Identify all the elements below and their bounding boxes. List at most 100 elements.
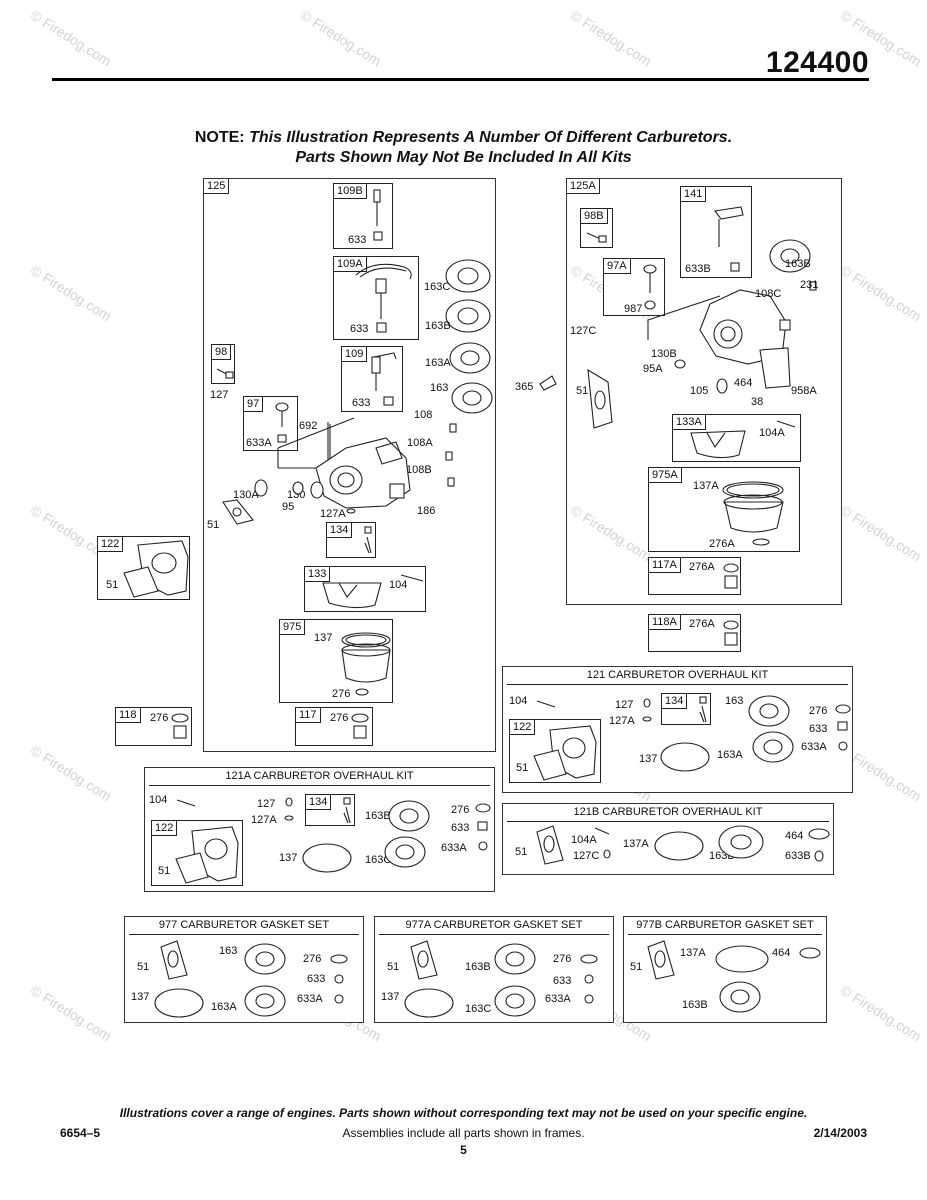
solenoid-wire-icon xyxy=(355,263,412,333)
part-label: 104A xyxy=(759,427,785,439)
part-label: 137A xyxy=(680,947,706,959)
part-label: 137 xyxy=(381,991,400,1003)
part-label: 231 xyxy=(800,279,819,291)
part-label: 137 xyxy=(314,632,333,644)
screw-icon xyxy=(216,368,234,379)
part-box-109: 109 633 xyxy=(341,346,403,412)
kit-rule xyxy=(129,934,359,935)
part-label: 633 xyxy=(553,975,572,987)
part-label: 276 xyxy=(303,953,322,965)
part-label: 51 xyxy=(630,961,643,973)
part-label: 633 xyxy=(307,973,326,985)
part-tag: 134 xyxy=(327,523,353,538)
part-label: 127A xyxy=(609,715,635,727)
part-label: 137A xyxy=(693,480,719,492)
page-number: 5 xyxy=(460,1143,467,1157)
part-label: 633 xyxy=(352,397,371,409)
part-label: 633 xyxy=(350,323,369,335)
part-label: 276 xyxy=(330,712,349,724)
kit-title: 977A CARBURETOR GASKET SET xyxy=(405,919,583,931)
part-tag: 117A xyxy=(649,558,681,573)
part-label: 108B xyxy=(406,464,432,476)
watermark: © Firedog.com xyxy=(27,741,115,805)
footer-date: 2/14/2003 xyxy=(813,1126,867,1140)
part-tag: 122 xyxy=(510,720,536,735)
part-box-134: 134 xyxy=(326,522,376,558)
part-box-98: 98 xyxy=(211,344,235,384)
part-label: 276 xyxy=(553,953,572,965)
part-label: 163B xyxy=(425,320,451,332)
part-label: 365 xyxy=(515,381,534,393)
part-label: 633A xyxy=(545,993,571,1005)
primer-valve-icon xyxy=(275,402,289,443)
part-label: 108C xyxy=(755,288,782,300)
part-tag: 975 xyxy=(280,620,306,635)
part-box-97A: 97A 987 xyxy=(603,258,665,316)
part-box-141: 141 633B xyxy=(680,186,752,278)
assembly-tag: 125A xyxy=(567,179,600,194)
part-tag: 122 xyxy=(152,821,178,836)
spacer-icon xyxy=(533,725,597,781)
part-label: 163C xyxy=(424,281,451,293)
part-label: 633B xyxy=(785,850,811,862)
part-label: 51 xyxy=(106,579,119,591)
part-label: 127 xyxy=(257,798,276,810)
part-label: 163C xyxy=(465,1003,492,1015)
watermark: © Firedog.com xyxy=(567,6,655,70)
part-label: 276 xyxy=(451,804,470,816)
part-label: 127C xyxy=(573,850,600,862)
part-label: 633A xyxy=(246,437,272,449)
part-label: 987 xyxy=(624,303,643,315)
idle-screw-icon xyxy=(373,189,383,241)
watermark: © Firedog.com xyxy=(27,6,115,70)
part-box-133: 133 104 xyxy=(304,566,426,612)
part-box-118A: 118A 276A xyxy=(648,614,741,652)
part-label: 137A xyxy=(623,838,649,850)
part-tag: 109A xyxy=(334,257,367,272)
assembly-125A-frame: 125A xyxy=(566,178,842,605)
part-box-134: 134 xyxy=(305,794,355,826)
part-label: 127A xyxy=(320,508,346,520)
part-label: 108 xyxy=(414,409,433,421)
part-box-975A: 975A 137A 276A xyxy=(648,467,800,552)
note-label: NOTE: xyxy=(194,129,245,146)
part-label: 163B xyxy=(682,999,708,1011)
part-label: 163B xyxy=(465,961,491,973)
float-icon xyxy=(322,574,424,609)
gasket-stack-icon xyxy=(445,259,493,487)
kit-title: 977 CARBURETOR GASKET SET xyxy=(158,919,330,931)
part-box-109B: 109B 633 xyxy=(333,183,393,249)
part-box-975: 975 137 276 xyxy=(279,619,393,703)
bowl-icon xyxy=(722,481,784,546)
part-tag: 134 xyxy=(662,694,688,709)
spacer-icon xyxy=(123,540,189,598)
part-label: 464 xyxy=(785,830,804,842)
part-label: 163A xyxy=(717,749,743,761)
note-line-1: NOTE: This Illustration Represents A Num… xyxy=(0,128,927,148)
needle-valve-icon xyxy=(371,352,397,406)
part-label: 163 xyxy=(219,945,238,957)
part-label: 163B xyxy=(785,258,811,270)
part-box-122: 122 51 xyxy=(151,820,243,886)
part-label: 51 xyxy=(576,385,589,397)
part-label: 464 xyxy=(734,377,753,389)
part-tag: 109 xyxy=(342,347,368,362)
kit-title: 121 CARBURETOR OVERHAUL KIT xyxy=(586,669,769,681)
part-box-133A: 133A 104A xyxy=(672,414,801,462)
part-label: 464 xyxy=(772,947,791,959)
part-label: 163A xyxy=(425,357,451,369)
spacer-icon xyxy=(175,826,239,884)
kit-121: 121 CARBURETOR OVERHAUL KIT 104 127 127A… xyxy=(502,666,853,793)
float-icon xyxy=(690,420,796,459)
kit-title: 121A CARBURETOR OVERHAUL KIT xyxy=(225,770,414,782)
assembly-tag: 125 xyxy=(204,179,230,194)
carburetor-body-icon xyxy=(647,239,817,394)
part-label: 633A xyxy=(801,741,827,753)
bowl-nut-icon xyxy=(171,713,189,739)
part-tag: 98 xyxy=(212,345,232,360)
part-label: 51 xyxy=(137,961,150,973)
part-label: 51 xyxy=(516,762,529,774)
kit-977B: 977B CARBURETOR GASKET SET 51 137A 464 1… xyxy=(623,916,827,1023)
part-label: 127 xyxy=(210,389,229,401)
part-label: 127A xyxy=(251,814,277,826)
